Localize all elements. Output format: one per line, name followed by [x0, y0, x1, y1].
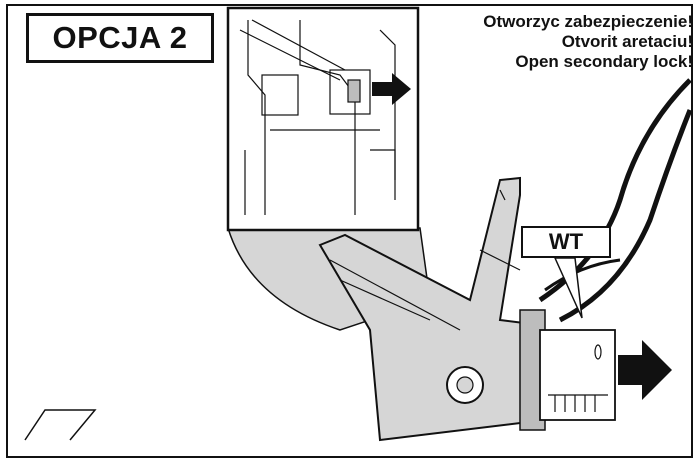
floor-line [24, 409, 97, 441]
lock-tab [347, 79, 361, 103]
instruction-line-english: Open secondary lock! [515, 52, 693, 71]
terminal-block [539, 329, 672, 421]
detail-inset [226, 6, 420, 232]
wire [558, 109, 693, 323]
option-label: OPCJA 2 [26, 13, 214, 63]
callout-pointer [553, 257, 583, 319]
arrow-right-icon [618, 340, 672, 400]
instruction-line-slovak: Otvorit aretaciu! [561, 32, 693, 51]
instruction-text: Otworzyc zabezpieczenie! Otvorit aretaci… [393, 12, 693, 72]
outer-frame [6, 4, 693, 458]
arrow-right-icon [372, 73, 411, 105]
wire [544, 258, 621, 292]
instruction-line-polish: Otworzyc zabezpieczenie! [483, 12, 693, 31]
wt-callout: WT [521, 226, 611, 258]
